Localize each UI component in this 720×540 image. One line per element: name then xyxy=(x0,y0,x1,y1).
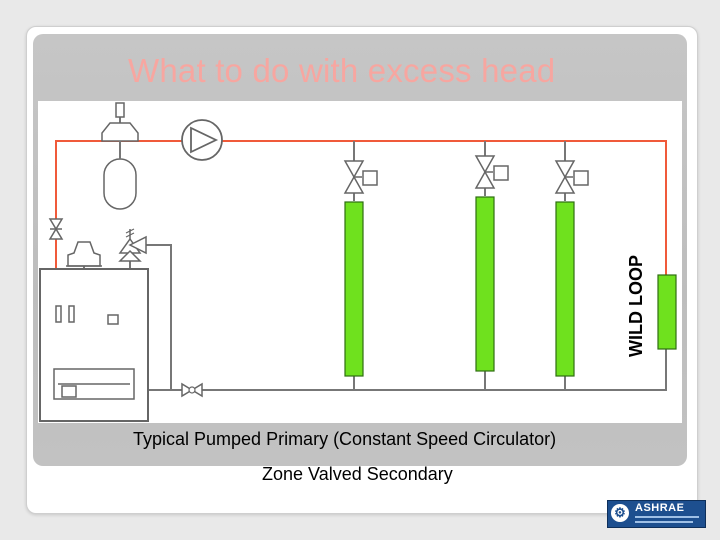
flue-hood-icon xyxy=(67,241,101,267)
logo-tagline-line-2 xyxy=(635,521,693,523)
expansion-tank-valve-icon xyxy=(115,102,125,118)
boiler-gauge-right xyxy=(68,305,75,323)
ashrae-logo: ⚙ ASHRAE xyxy=(607,500,706,528)
supply-header-pipe xyxy=(55,140,667,351)
supply-isolation-valve-icon xyxy=(48,218,64,240)
return-isolation-valve-icon xyxy=(181,382,203,398)
air-separator-icon xyxy=(101,122,139,142)
gear-icon: ⚙ xyxy=(611,504,629,522)
zone-2-valve-icon xyxy=(474,155,509,189)
boiler-gauge-left xyxy=(55,305,62,323)
caption-line-1: Typical Pumped Primary (Constant Speed C… xyxy=(133,429,557,449)
piping-diagram: WILD LOOP xyxy=(39,102,677,422)
zone-1-terminal xyxy=(344,201,364,377)
logo-name: ASHRAE xyxy=(635,502,685,514)
zone-3-valve-icon xyxy=(554,160,589,194)
pump-arrow-icon xyxy=(190,126,219,154)
logo-tagline-line-1 xyxy=(635,516,699,518)
caption-line-2: Zone Valved Secondary xyxy=(262,464,453,484)
zone-3-terminal xyxy=(555,201,575,377)
boiler-indicator xyxy=(107,314,119,325)
relief-valve-icon xyxy=(118,228,147,262)
expansion-tank-icon xyxy=(103,158,137,210)
wild-loop-label: WILD LOOP xyxy=(626,255,646,357)
zone-1-valve-icon xyxy=(343,160,378,194)
wild-loop-terminal xyxy=(657,274,677,350)
piping-diagram-panel: WILD LOOP xyxy=(38,101,682,423)
return-header-pipe xyxy=(148,349,667,391)
zone-2-terminal xyxy=(475,196,495,372)
slide-title: What to do with excess head xyxy=(128,52,556,89)
boiler-burner-knob xyxy=(61,385,77,398)
